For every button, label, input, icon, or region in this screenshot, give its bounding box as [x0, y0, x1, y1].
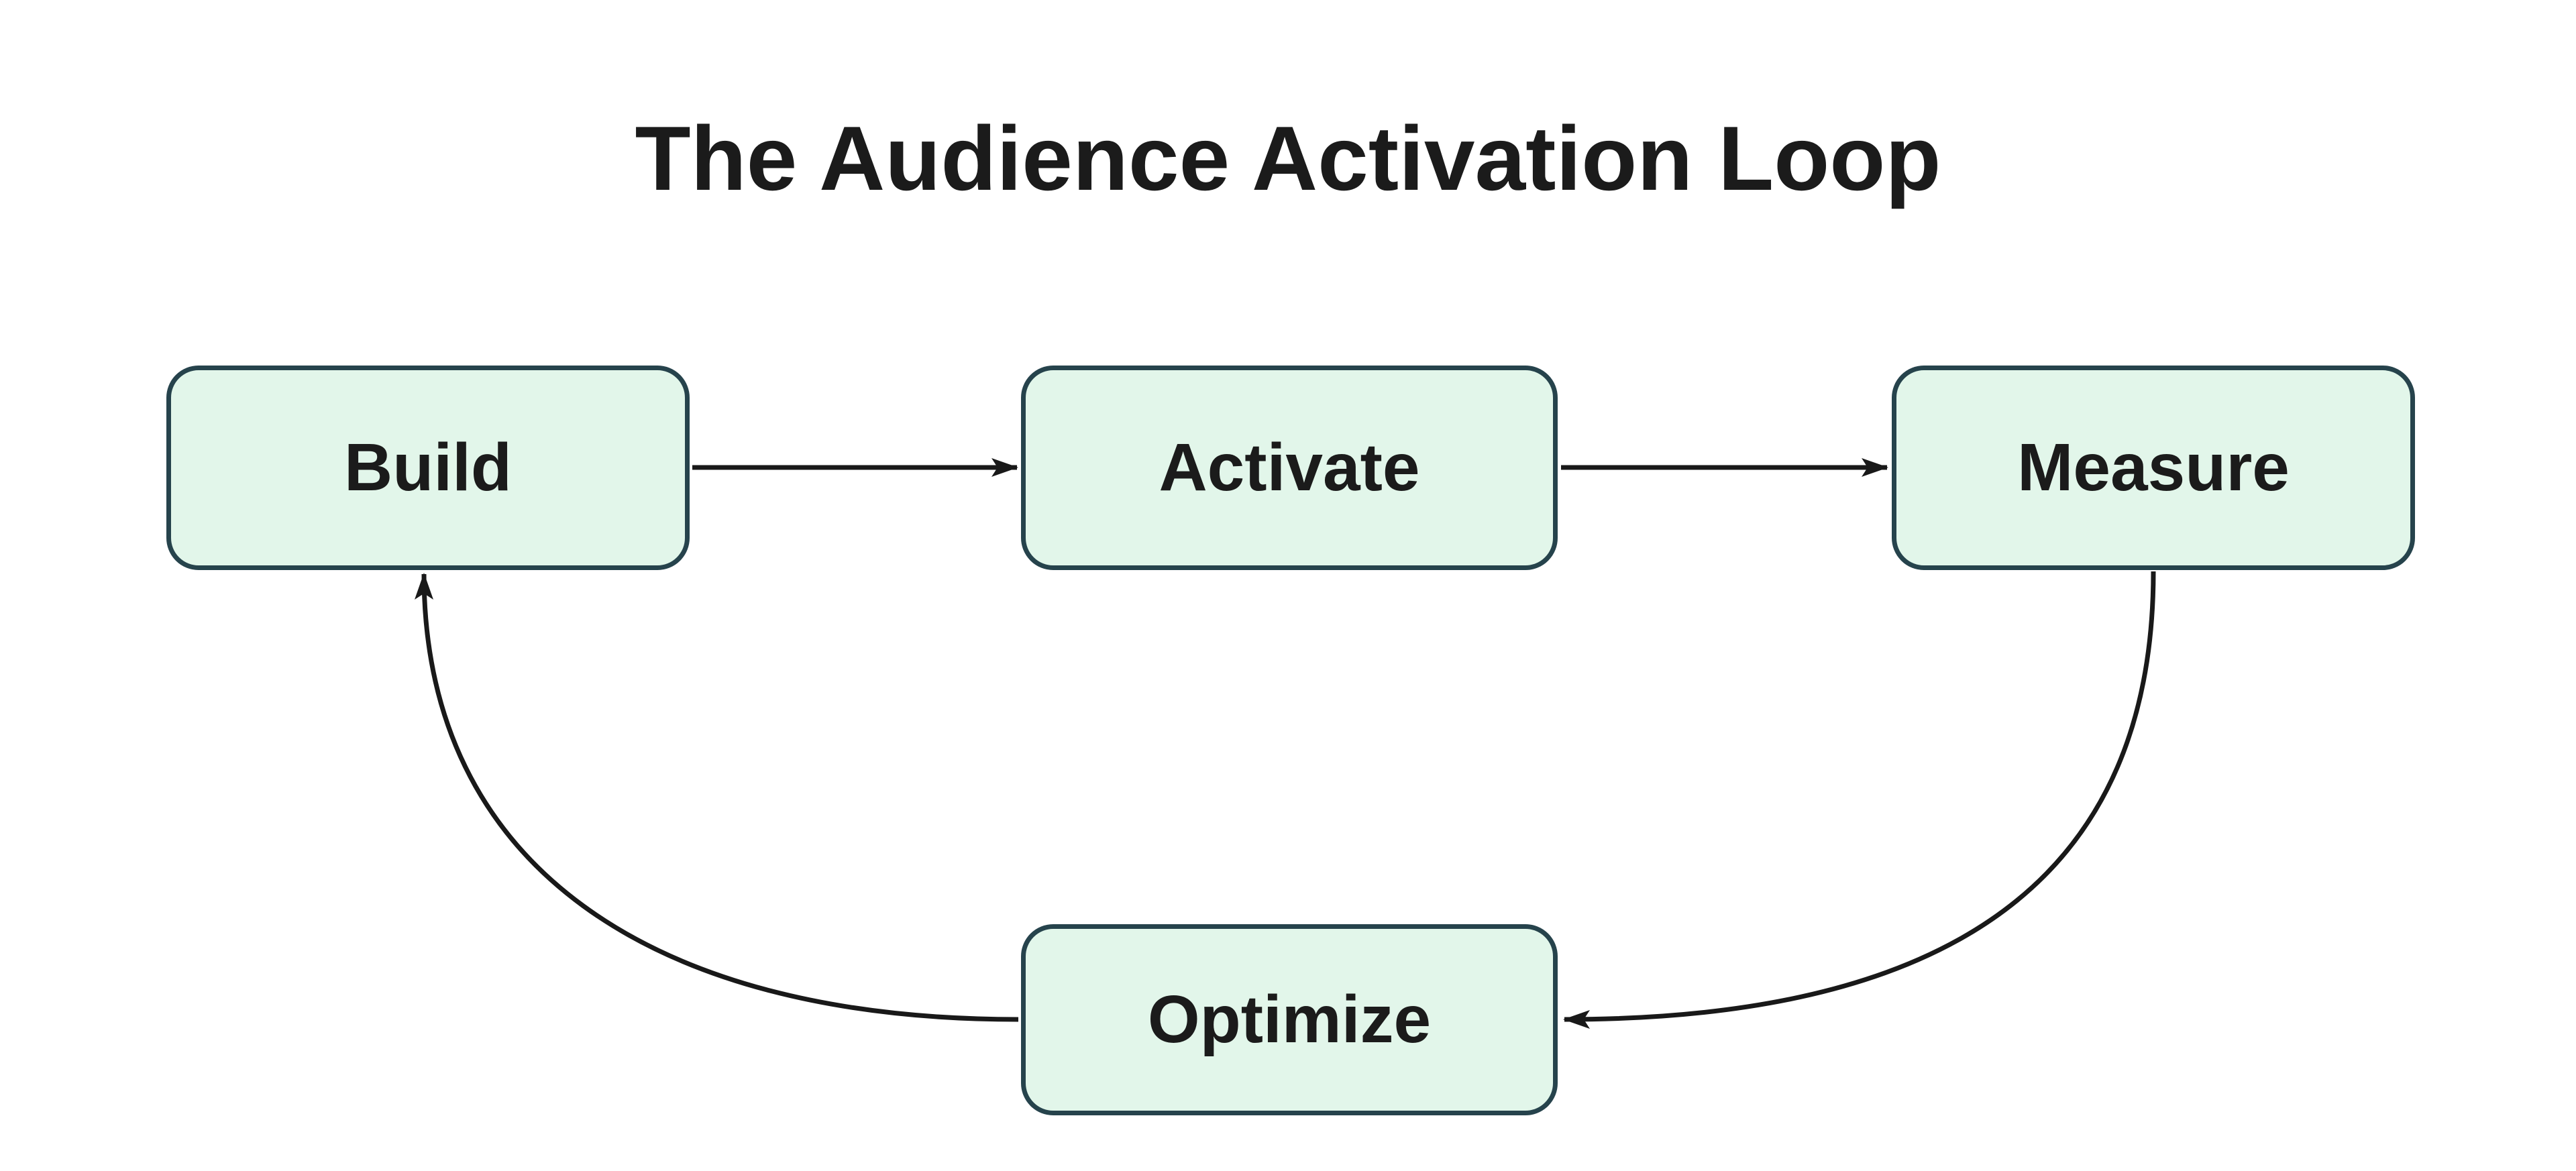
node-optimize: Optimize: [1021, 924, 1558, 1115]
node-measure-label: Measure: [2017, 430, 2290, 505]
edge-optimize-build: [415, 573, 1019, 1022]
edge-measure-optimize: [1563, 571, 2156, 1029]
node-activate: Activate: [1021, 366, 1558, 570]
diagram-title: The Audience Activation Loop: [635, 107, 1941, 209]
node-build: Build: [166, 366, 690, 570]
node-activate-label: Activate: [1159, 430, 1420, 505]
node-build-label: Build: [344, 430, 512, 505]
node-optimize-label: Optimize: [1147, 982, 1432, 1057]
node-measure: Measure: [1892, 366, 2415, 570]
